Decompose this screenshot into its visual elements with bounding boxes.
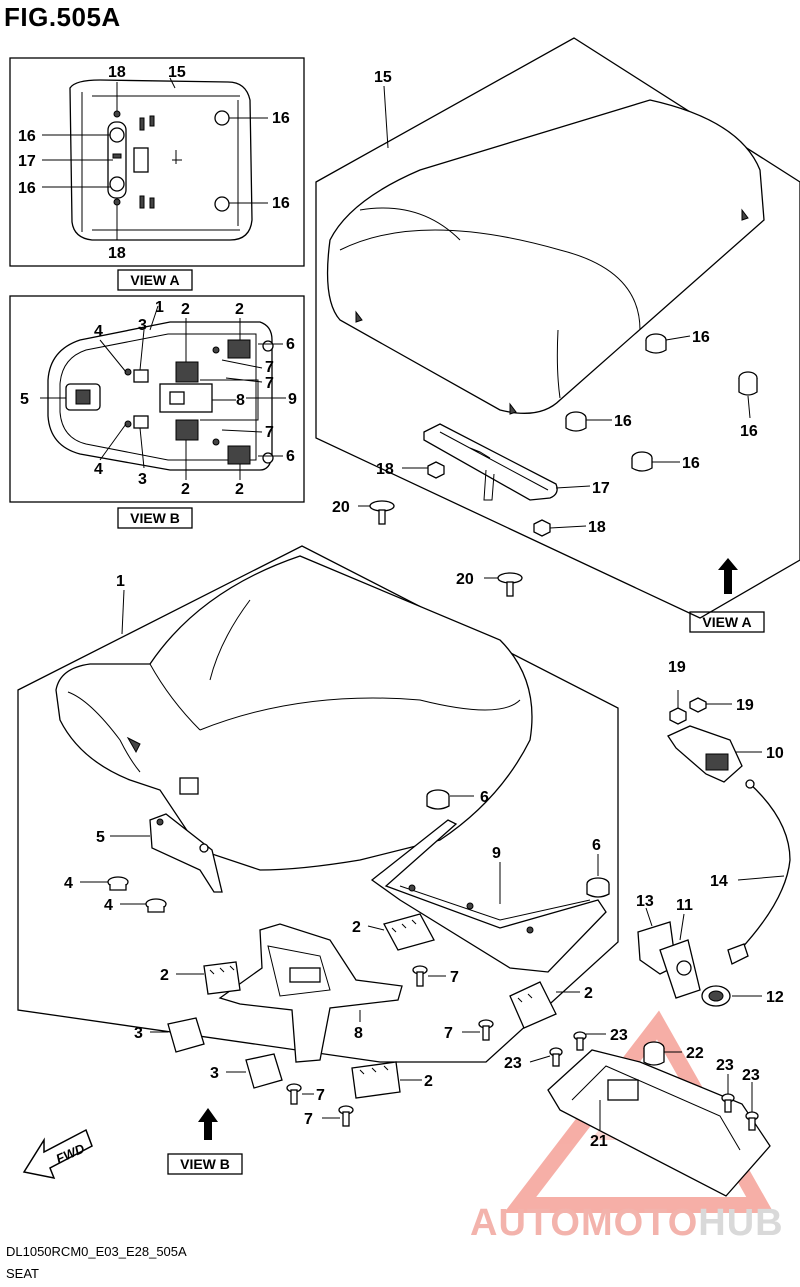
callout-10: 10 [766,745,784,762]
callout-16: 16 [682,455,700,472]
callout-12: 12 [766,989,784,1006]
front-seat-group: 1 6 6 9 5 4 4 2 2 7 2 3 7 8 3 7 2 7 [17,545,619,1128]
callout-11: 11 [676,897,693,914]
callout-17: 17 [592,480,610,497]
callout-18: 18 [108,64,126,81]
callout-23: 23 [610,1027,628,1044]
callout-4: 4 [94,323,103,340]
callout-19: 19 [668,659,686,676]
callout-13: 13 [636,893,654,910]
callout-22: 22 [686,1045,704,1062]
callout-2: 2 [160,967,169,984]
watermark-text: AUTOMOTOHUB [470,1202,784,1244]
view-b-arrow: VIEW B [167,1108,243,1175]
svg-text:VIEW A: VIEW A [130,272,179,288]
callout-2: 2 [424,1073,433,1090]
callout-7: 7 [265,424,274,441]
fwd-arrow: FWD [22,1128,93,1180]
callout-8: 8 [236,392,245,409]
rubber-bumper [203,913,557,1099]
view-b-label-box: VIEW B [117,507,193,529]
callout-3: 3 [210,1065,219,1082]
callouts-view-b: 1 2 2 3 4 6 7 7 5 8 9 4 3 7 6 2 2 [20,299,297,498]
callout-3: 3 [134,1025,143,1042]
callout-9: 9 [492,845,501,862]
svg-text:VIEW B: VIEW B [180,1156,230,1172]
callout-7: 7 [444,1025,453,1042]
figure-code: DL1050RCM0_E03_E28_505A [6,1244,187,1259]
callout-1: 1 [155,299,164,316]
callout-16: 16 [740,423,758,440]
svg-text:VIEW A: VIEW A [702,614,751,630]
callouts-view-a: 18 15 16 17 16 16 16 18 [18,64,290,262]
callout-7: 7 [316,1087,325,1104]
callout-23: 23 [504,1055,522,1072]
callout-17: 17 [18,153,36,170]
callout-21: 21 [590,1133,608,1150]
callout-16: 16 [272,195,290,212]
callout-20: 20 [332,499,350,516]
callout-16: 16 [272,110,290,127]
screw-20: 20 20 [332,499,523,597]
callout-16: 16 [692,329,710,346]
callout-2: 2 [584,985,593,1002]
callout-23: 23 [742,1067,760,1084]
callout-23: 23 [716,1057,734,1074]
svg-text:VIEW B: VIEW B [130,510,180,526]
callout-5: 5 [20,391,29,408]
callout-2: 2 [181,301,190,318]
callout-6: 6 [286,448,295,465]
callout-14: 14 [710,873,728,890]
callout-2: 2 [181,481,190,498]
callouts-front-seat: 1 6 6 9 5 4 4 2 2 7 2 3 7 8 3 7 2 7 [64,573,601,1128]
callout-7: 7 [265,375,274,392]
callout-5: 5 [96,829,105,846]
callout-2: 2 [352,919,361,936]
callout-18: 18 [588,519,606,536]
callout-19: 19 [736,697,754,714]
callout-7: 7 [304,1111,313,1128]
callout-6: 6 [480,789,489,806]
inset-view-b: 1 2 2 3 4 6 7 7 5 8 9 4 3 7 6 2 2 [9,295,305,503]
callout-16: 16 [614,413,632,430]
callout-3: 3 [138,317,147,334]
callout-15: 15 [168,64,186,81]
callout-7: 7 [265,359,274,376]
rear-seat-group: 15 16 16 16 16 18 17 18 [315,37,800,619]
callout-9: 9 [288,391,297,408]
callouts-rear-seat: 15 16 16 16 16 18 17 18 [374,69,758,536]
callout-4: 4 [94,461,103,478]
seat-lock-group: 19 19 10 14 13 11 12 23 22 23 23 23 21 [504,659,791,1197]
callout-16: 16 [18,128,36,145]
callout-8: 8 [354,1025,363,1042]
callout-20: 20 [456,571,474,588]
callout-3: 3 [138,471,147,488]
figure-name: SEAT [6,1266,39,1281]
callout-2: 2 [235,481,244,498]
inset-view-a: 18 15 16 17 16 16 16 18 [9,57,305,267]
callout-18: 18 [108,245,126,262]
callout-1: 1 [116,573,125,590]
view-a-arrow: VIEW A [689,558,765,633]
callout-4: 4 [64,875,73,892]
view-a-label-box: VIEW A [117,269,193,291]
callout-2: 2 [235,301,244,318]
callout-7: 7 [450,969,459,986]
callout-16: 16 [18,180,36,197]
callout-4: 4 [104,897,113,914]
figure-title: FIG.505A [4,2,121,32]
callout-15: 15 [374,69,392,86]
callouts-seat-lock: 19 19 10 14 13 11 12 23 22 23 23 23 21 [504,659,784,1150]
callout-6: 6 [592,837,601,854]
callout-18: 18 [376,461,394,478]
callout-6: 6 [286,336,295,353]
